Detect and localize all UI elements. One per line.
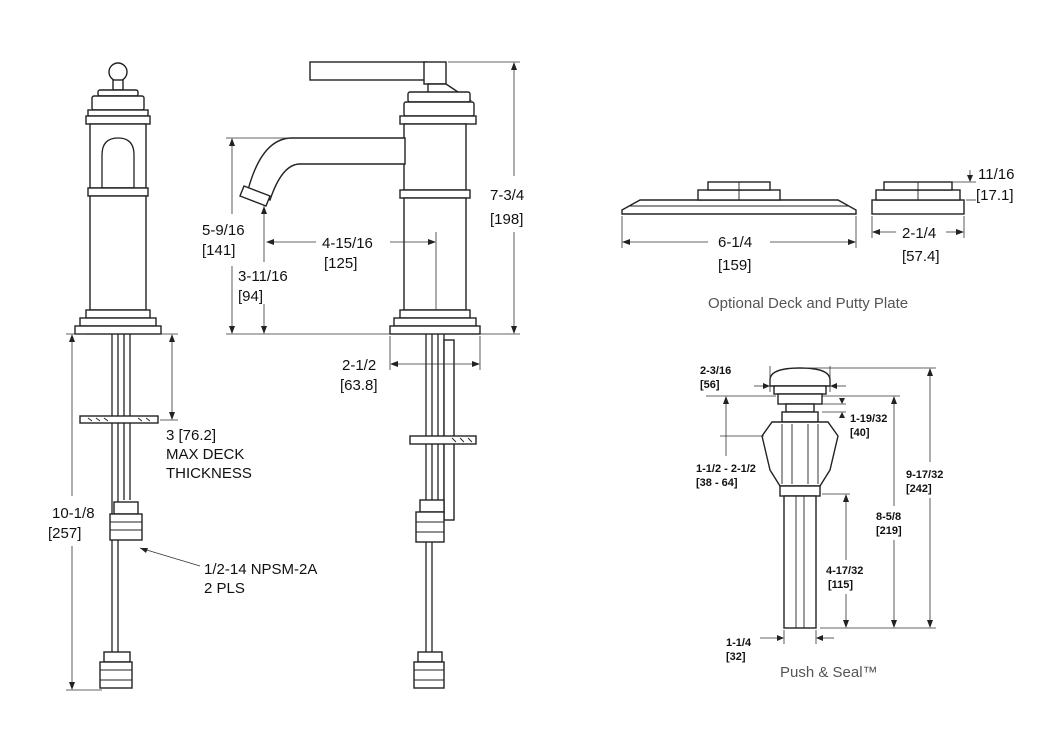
drain-cap-in: 2-3/16 bbox=[700, 365, 731, 377]
drain-pipe-mm: [32] bbox=[726, 651, 746, 663]
deck-thickness-value: 3 [76.2] bbox=[166, 427, 216, 444]
total-height-in: 7-3/4 bbox=[490, 187, 524, 204]
front-height-in: 10-1/8 bbox=[52, 505, 95, 522]
putty-width-in: 2-1/4 bbox=[902, 225, 936, 242]
spout-height-in: 5-9/16 bbox=[202, 222, 245, 239]
spout-reach-in: 4-15/16 bbox=[322, 235, 373, 252]
drain-total-mm: [242] bbox=[906, 483, 932, 495]
spout-clearance-mm: [94] bbox=[238, 288, 263, 305]
drain-tail-in: 4-17/32 bbox=[826, 565, 863, 577]
drain-flange-mm: [40] bbox=[850, 427, 870, 439]
drain-caption: Push & Seal™ bbox=[780, 664, 878, 681]
front-view-dimensions bbox=[66, 333, 201, 691]
putty-height-mm: [17.1] bbox=[976, 187, 1014, 204]
deck-thickness-label-1: MAX DECK bbox=[166, 446, 244, 463]
spout-height-mm: [141] bbox=[202, 242, 235, 259]
thread-spec: 1/2-14 NPSM-2A bbox=[204, 561, 317, 578]
drain-cap-mm: [56] bbox=[700, 379, 720, 391]
drain-body-mm: [219] bbox=[876, 525, 902, 537]
putty-height-in: 11/16 bbox=[978, 166, 1014, 183]
putty-width-mm: [57.4] bbox=[902, 248, 940, 265]
front-view-faucet bbox=[74, 62, 162, 689]
thread-count: 2 PLS bbox=[204, 580, 245, 597]
spout-clearance-in: 3-11/16 bbox=[238, 268, 288, 285]
base-width-mm: [63.8] bbox=[340, 377, 378, 394]
drain-body-in: 8-5/8 bbox=[876, 511, 901, 523]
drain-tail-mm: [115] bbox=[828, 579, 853, 591]
base-width-in: 2-1/2 bbox=[342, 357, 376, 374]
side-view-faucet bbox=[239, 61, 481, 689]
deck-width-in: 6-1/4 bbox=[718, 234, 752, 251]
drain-total-in: 9-17/32 bbox=[906, 469, 943, 481]
spout-reach-mm: [125] bbox=[324, 255, 357, 272]
drain-pipe-in: 1-1/4 bbox=[726, 637, 752, 649]
deck-plate-drawing bbox=[621, 170, 976, 248]
drain-range-in: 1-1/2 - 2-1/2 bbox=[696, 463, 756, 475]
total-height-mm: [198] bbox=[490, 211, 523, 228]
front-height-mm: [257] bbox=[48, 525, 81, 542]
side-view-dimensions bbox=[226, 61, 520, 370]
drain-flange-in: 1-19/32 bbox=[850, 413, 887, 425]
push-seal-drain-drawing bbox=[706, 366, 936, 644]
drain-range-mm: [38 - 64] bbox=[696, 477, 738, 489]
deck-thickness-label-2: THICKNESS bbox=[166, 465, 252, 482]
deck-plate-caption: Optional Deck and Putty Plate bbox=[708, 295, 908, 312]
deck-width-mm: [159] bbox=[718, 257, 751, 274]
